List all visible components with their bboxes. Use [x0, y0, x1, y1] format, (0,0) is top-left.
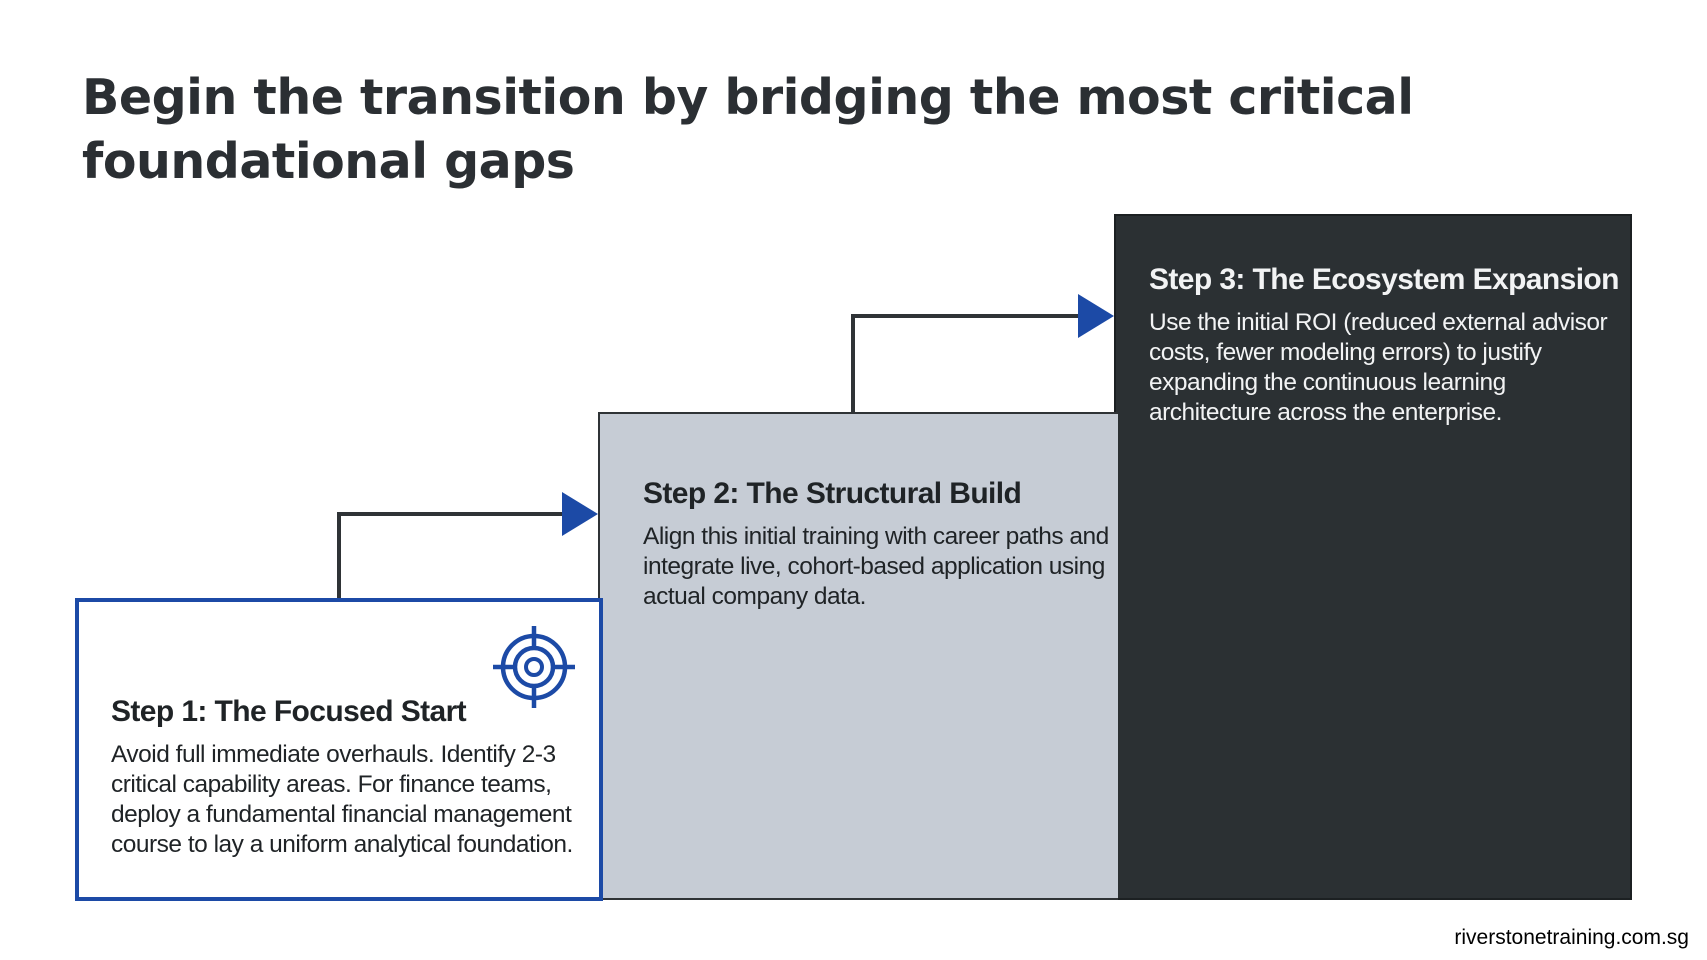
- step-3-description: Use the initial ROI (reduced external ad…: [1149, 309, 1608, 426]
- step-2-title: Step 2: The Structural Build: [643, 477, 1022, 510]
- step-3-card: Step 3: The Ecosystem Expansion Use the …: [1114, 214, 1632, 900]
- page-title: Begin the transition by bridging the mos…: [82, 69, 1414, 190]
- step-2-description: Align this initial training with career …: [643, 523, 1109, 610]
- target-icon: [493, 626, 575, 708]
- arrowhead-icon: [1078, 294, 1114, 338]
- step-1-card: Step 1: The Focused Start Avoid full imm…: [75, 598, 603, 901]
- step-1-title: Step 1: The Focused Start: [111, 695, 467, 728]
- connector-step2-to-step3: [851, 294, 1114, 412]
- arrowhead-icon: [562, 492, 598, 536]
- step-2-card: Step 2: The Structural Build Align this …: [598, 412, 1118, 900]
- step-1-description: Avoid full immediate overhauls. Identify…: [111, 741, 573, 858]
- step-3-title: Step 3: The Ecosystem Expansion: [1149, 263, 1619, 296]
- connector-step1-to-step2: [337, 492, 598, 598]
- footer-url: riverstonetraining.com.sg: [1454, 926, 1689, 949]
